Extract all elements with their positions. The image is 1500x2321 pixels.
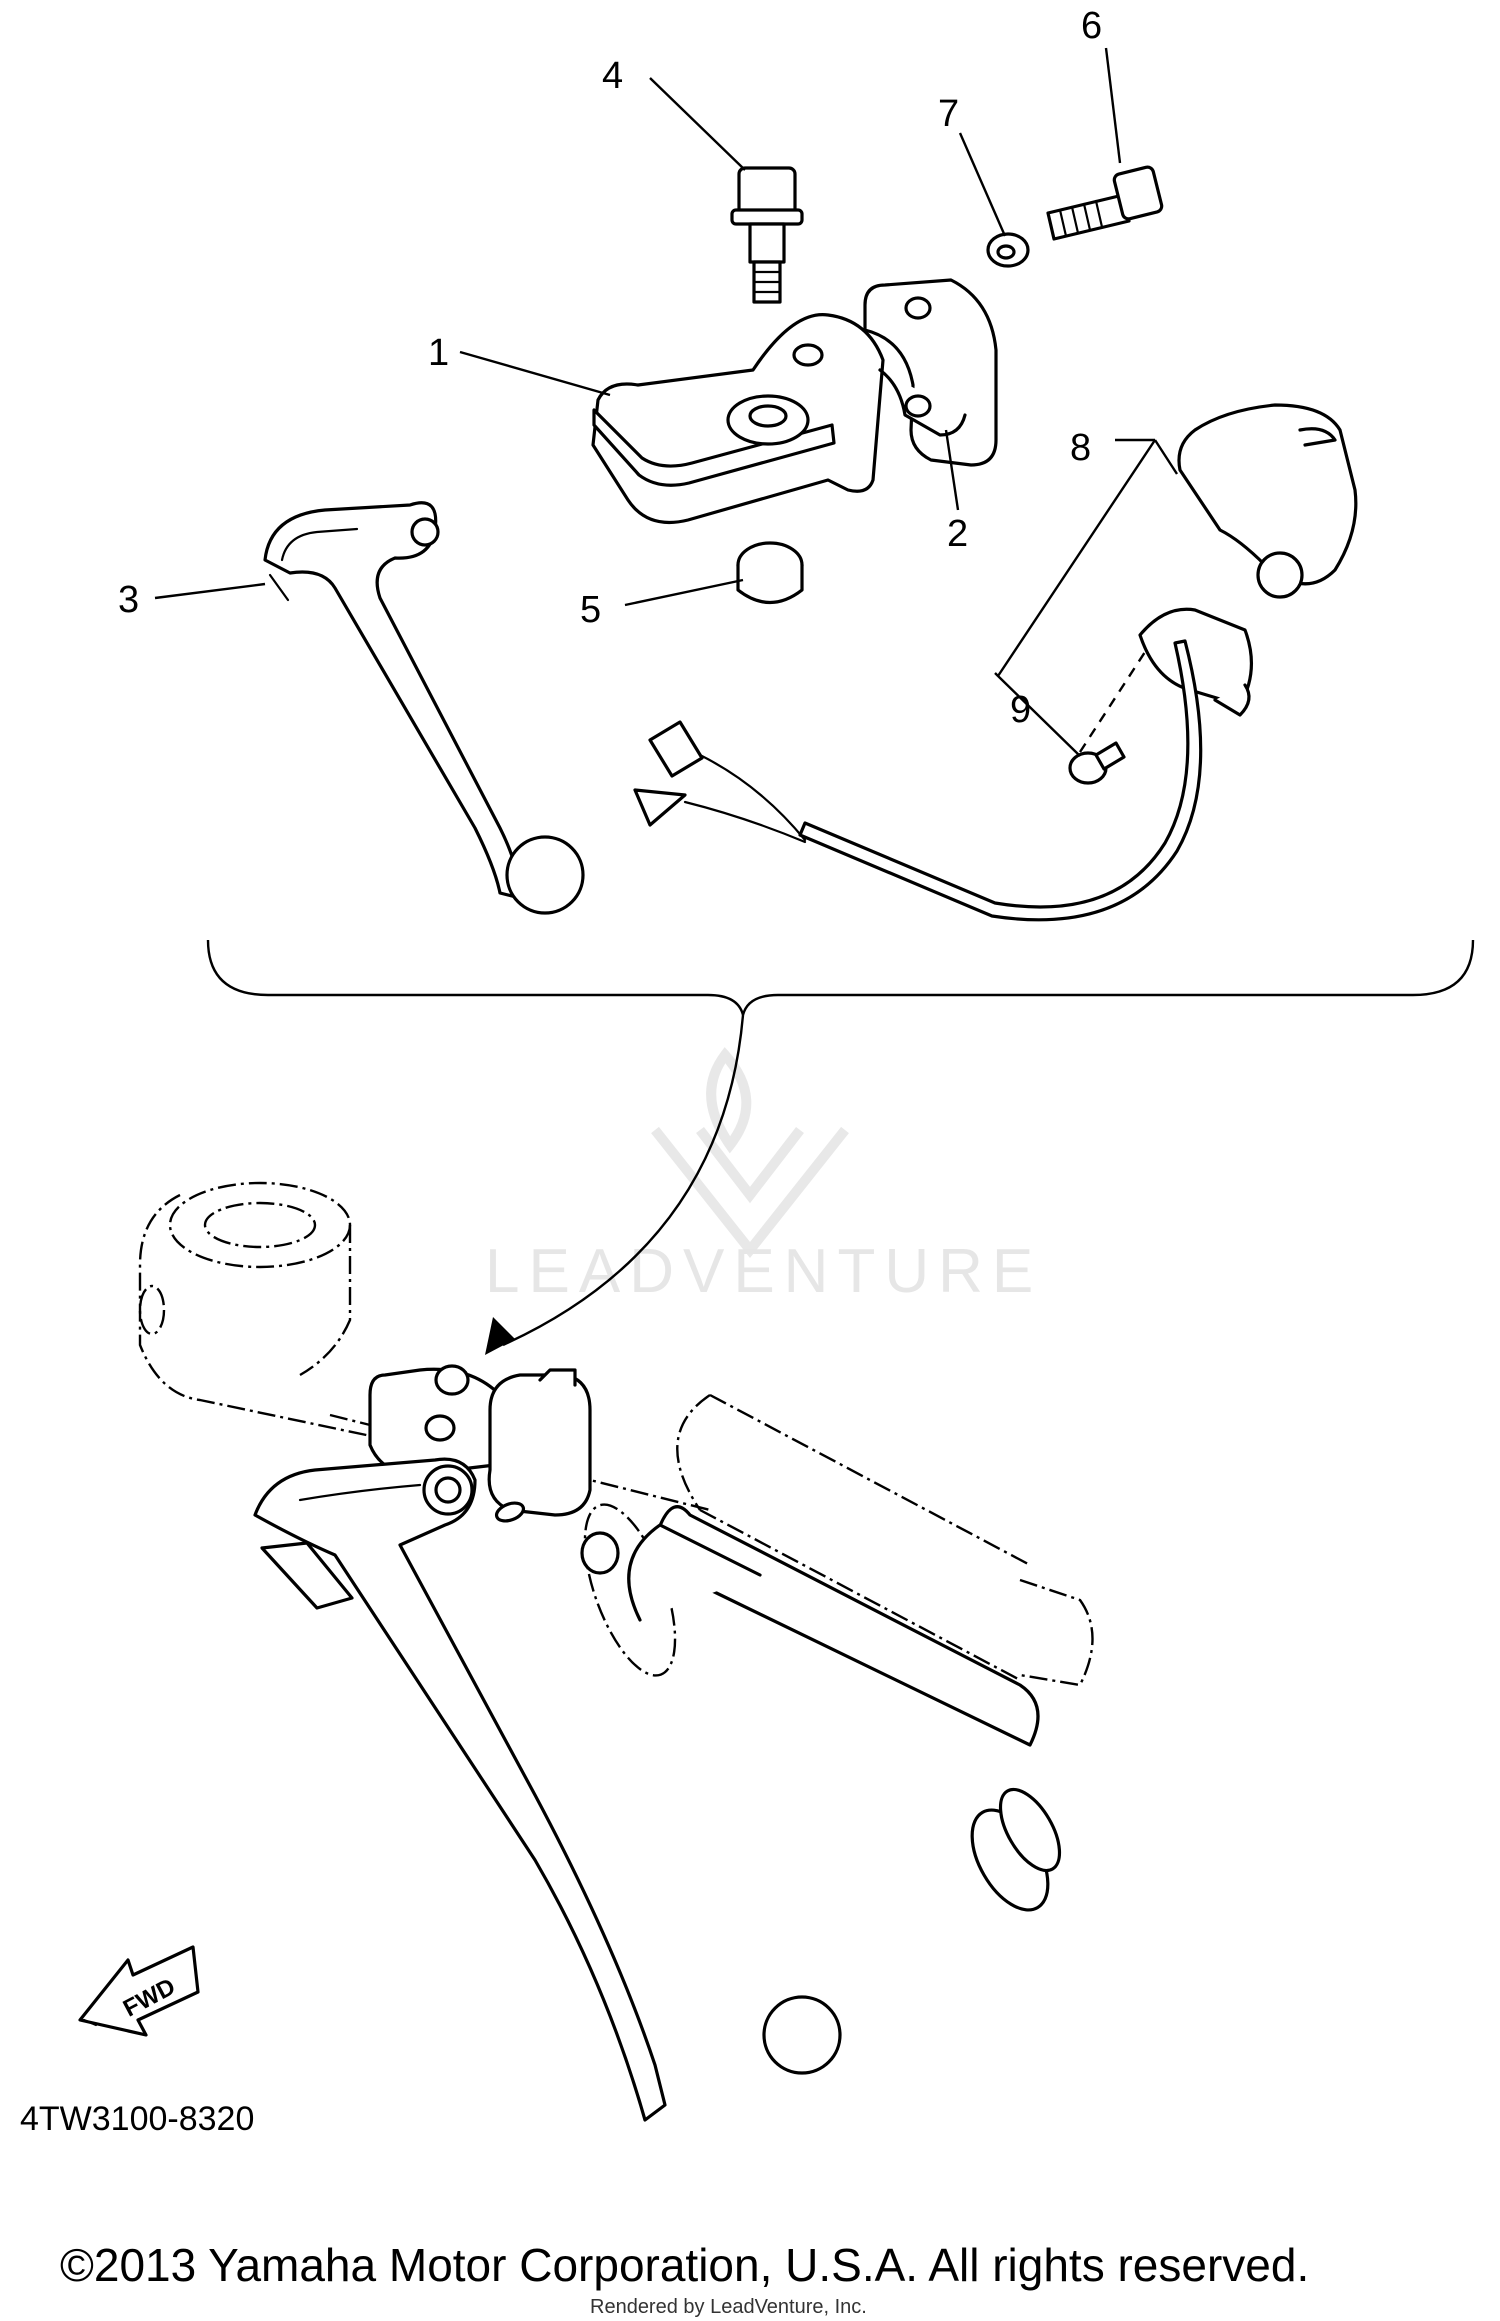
watermark-text: LEADVENTURE xyxy=(485,1237,1042,1306)
leader-lines xyxy=(154,47,1179,757)
assembled-lever xyxy=(253,1457,842,2122)
part-4-bolt xyxy=(730,166,804,304)
part-1-lever-holder xyxy=(591,313,885,525)
wire-harness xyxy=(633,639,1203,922)
callout-6: 6 xyxy=(1081,5,1102,47)
callout-3: 3 xyxy=(118,579,139,621)
part-7-washer xyxy=(986,232,1030,268)
part-5-nut xyxy=(736,541,804,604)
part-3-lever xyxy=(263,501,585,915)
fwd-arrow-icon xyxy=(78,1945,200,2037)
part-9-screw xyxy=(1068,741,1126,785)
exploded-view-bracket xyxy=(206,939,1475,1016)
part-8-switch xyxy=(1138,403,1358,717)
callout-9: 9 xyxy=(1010,689,1031,731)
assembly-arrow-head xyxy=(485,1317,515,1355)
assembly-arrow xyxy=(502,1014,745,1347)
callout-8: 8 xyxy=(1070,427,1091,469)
callout-7: 7 xyxy=(938,93,959,135)
leadventure-watermark-logo xyxy=(651,1047,849,1259)
callout-5: 5 xyxy=(580,589,601,631)
part-2-clamp xyxy=(863,278,998,467)
part-6-bolt xyxy=(1046,165,1164,241)
assembled-grip xyxy=(580,1505,1062,1912)
diagram-code: 4TW3100-8320 xyxy=(20,2100,255,2138)
assembled-holder xyxy=(368,1364,502,1477)
callout-2: 2 xyxy=(947,513,968,555)
callout-1: 1 xyxy=(428,332,449,374)
copyright-notice: ©2013 Yamaha Motor Corporation, U.S.A. A… xyxy=(60,2239,1310,2291)
assembled-switch xyxy=(487,1368,592,1523)
rendered-by-credit: Rendered by LeadVenture, Inc. xyxy=(590,2296,867,2318)
callout-4: 4 xyxy=(602,55,623,97)
